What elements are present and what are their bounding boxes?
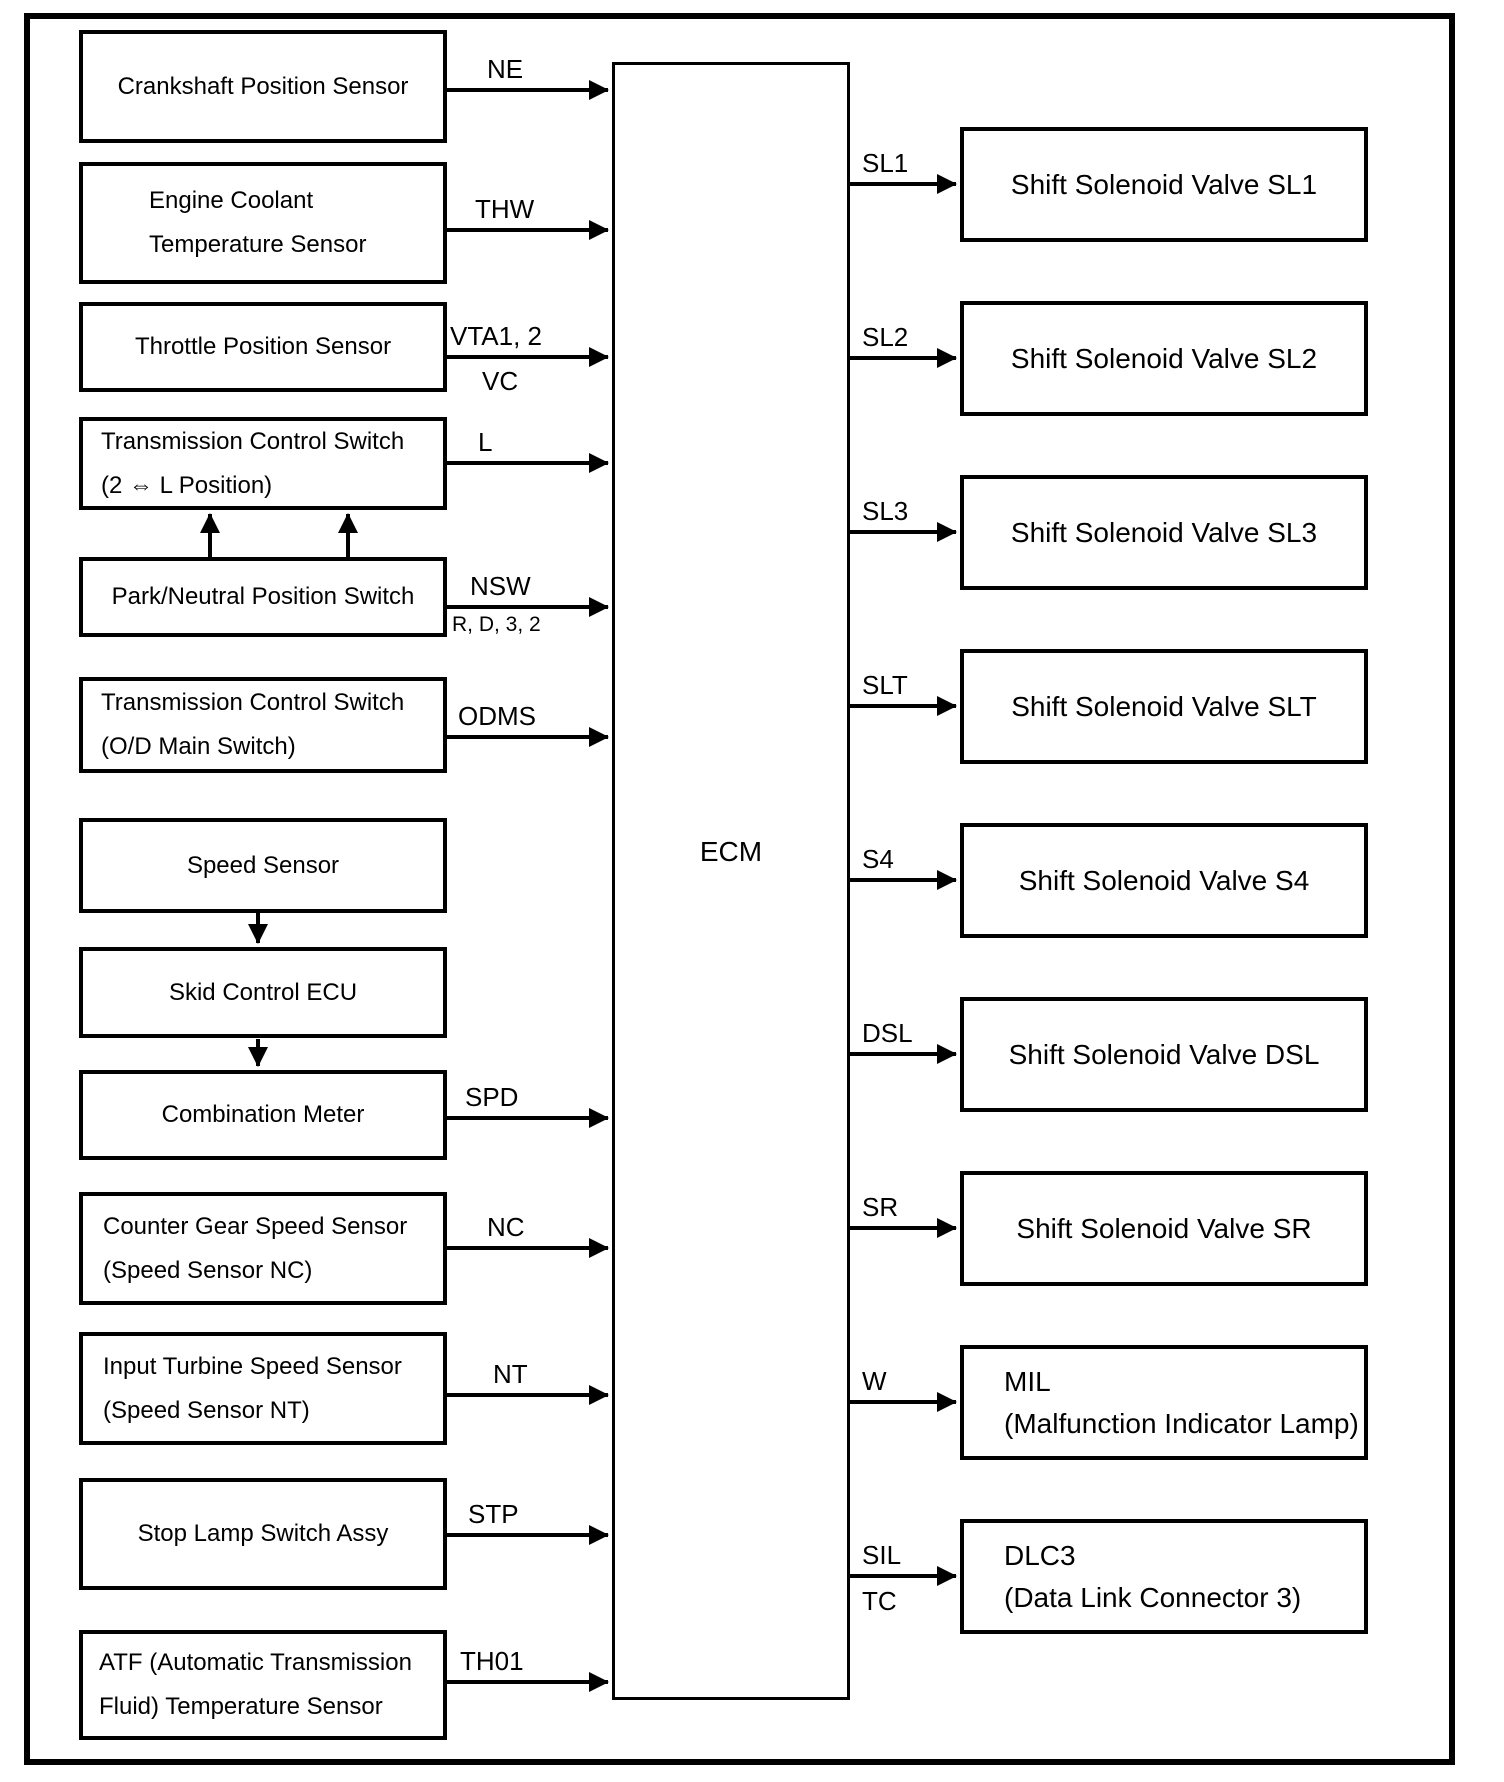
box-throttle-position-sensor: Throttle Position Sensor xyxy=(79,302,447,392)
box-shift-solenoid-valve-s4: Shift Solenoid Valve S4 xyxy=(960,823,1368,938)
signal-label-sl1: SL1 xyxy=(862,148,909,178)
box-counter-gear-speed-sensor: Counter Gear Speed Sensor (Speed Sensor … xyxy=(79,1192,447,1305)
signal-label-w: W xyxy=(862,1366,887,1396)
signal-label-thw: THW xyxy=(475,194,535,224)
box-label: DLC3 (Data Link Connector 3) xyxy=(1004,1539,1302,1613)
box-transmission-control-switch-od: Transmission Control Switch (O/D Main Sw… xyxy=(79,677,447,773)
box-label: Skid Control ECU xyxy=(168,978,358,1006)
box-label: Shift Solenoid Valve SL1 xyxy=(1010,168,1318,200)
box-label: Shift Solenoid Valve DSL xyxy=(1008,1038,1320,1070)
box-input-turbine-speed-sensor: Input Turbine Speed Sensor (Speed Sensor… xyxy=(79,1332,447,1445)
signal-label-th01: TH01 xyxy=(460,1646,524,1676)
box-engine-coolant-temp-sensor: Engine Coolant Temperature Sensor xyxy=(79,162,447,284)
signal-label-spd: SPD xyxy=(465,1082,519,1112)
box-label: Crankshaft Position Sensor xyxy=(117,72,409,100)
box-shift-solenoid-valve-slt: Shift Solenoid Valve SLT xyxy=(960,649,1368,764)
box-label: Park/Neutral Position Switch xyxy=(111,583,415,610)
signal-label-l: L xyxy=(478,427,493,457)
signal-label-sl3: SL3 xyxy=(862,496,909,526)
box-label: Shift Solenoid Valve SR xyxy=(1016,1212,1312,1244)
box-speed-sensor: Speed Sensor xyxy=(79,818,447,913)
signal-label-s4: S4 xyxy=(862,844,894,874)
signal-label-sil: SIL xyxy=(862,1540,902,1570)
signal-label-sl2: SL2 xyxy=(862,322,909,352)
ecm-box xyxy=(612,62,850,1700)
box-label: Engine Coolant Temperature Sensor xyxy=(149,187,367,258)
box-shift-solenoid-valve-sl3: Shift Solenoid Valve SL3 xyxy=(960,475,1368,590)
box-transmission-control-switch-2l: Transmission Control Switch (2 ⇔ L Posit… xyxy=(79,417,447,510)
box-label: Input Turbine Speed Sensor (Speed Sensor… xyxy=(103,1352,402,1424)
box-crankshaft-position-sensor: Crankshaft Position Sensor xyxy=(79,30,447,143)
box-shift-solenoid-valve-sr: Shift Solenoid Valve SR xyxy=(960,1171,1368,1286)
box-label: Shift Solenoid Valve S4 xyxy=(1018,864,1310,896)
signal-label-nt: NT xyxy=(493,1359,528,1389)
signal-label-nc: NC xyxy=(487,1212,525,1242)
box-skid-control-ecu: Skid Control ECU xyxy=(79,947,447,1038)
box-park-neutral-position-switch: Park/Neutral Position Switch xyxy=(79,557,447,637)
signal-label-nsw: NSW xyxy=(470,571,531,601)
box-label: Speed Sensor xyxy=(186,851,340,879)
signal-label-vta: VTA1, 2 xyxy=(450,321,543,351)
box-stop-lamp-switch-assy: Stop Lamp Switch Assy xyxy=(79,1478,447,1590)
box-label: Transmission Control Switch (O/D Main Sw… xyxy=(101,689,405,760)
box-label: Shift Solenoid Valve SL3 xyxy=(1010,516,1318,548)
ecm-label: ECM xyxy=(699,836,763,867)
signal-label-slt: SLT xyxy=(862,670,908,700)
box-shift-solenoid-valve-dsl: Shift Solenoid Valve DSL xyxy=(960,997,1368,1112)
box-mil: MIL (Malfunction Indicator Lamp) xyxy=(960,1345,1368,1460)
signal-label-rd32: R, D, 3, 2 xyxy=(452,613,541,636)
box-label: Throttle Position Sensor xyxy=(134,333,392,360)
signal-label-dsl: DSL xyxy=(862,1018,913,1048)
box-shift-solenoid-valve-sl1: Shift Solenoid Valve SL1 xyxy=(960,127,1368,242)
box-label: ATF (Automatic Transmission Fluid) Tempe… xyxy=(99,1649,412,1720)
box-label: Combination Meter xyxy=(161,1101,365,1128)
box-combination-meter: Combination Meter xyxy=(79,1070,447,1160)
box-shift-solenoid-valve-sl2: Shift Solenoid Valve SL2 xyxy=(960,301,1368,416)
signal-label-sr: SR xyxy=(862,1192,899,1222)
signal-label-vc: VC xyxy=(482,366,519,396)
signal-label-odms: ODMS xyxy=(458,701,536,731)
box-label: Shift Solenoid Valve SLT xyxy=(1011,690,1317,722)
box-label: Transmission Control Switch (2 ⇔ L Posit… xyxy=(101,427,405,499)
box-label: Counter Gear Speed Sensor (Speed Sensor … xyxy=(103,1212,408,1284)
box-label: MIL (Malfunction Indicator Lamp) xyxy=(1004,1365,1359,1439)
box-atf-temperature-sensor: ATF (Automatic Transmission Fluid) Tempe… xyxy=(79,1630,447,1740)
signal-label-stp: STP xyxy=(468,1499,519,1529)
box-label: Stop Lamp Switch Assy xyxy=(137,1520,389,1547)
signal-label-ne: NE xyxy=(487,54,524,84)
box-label: Shift Solenoid Valve SL2 xyxy=(1010,342,1318,374)
signal-label-tc: TC xyxy=(862,1586,897,1616)
box-dlc3: DLC3 (Data Link Connector 3) xyxy=(960,1519,1368,1634)
